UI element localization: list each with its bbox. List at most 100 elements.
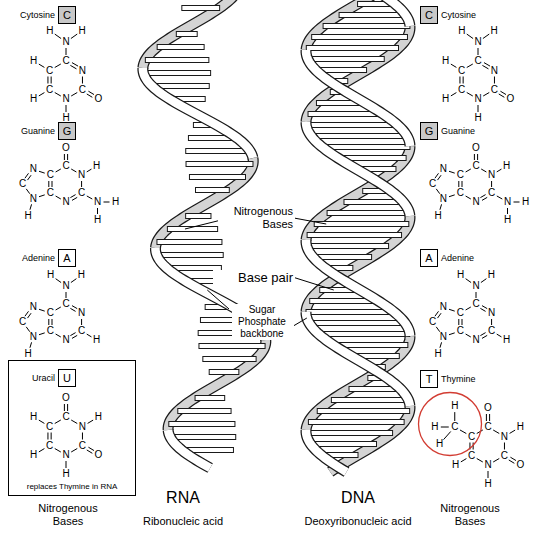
atom-symbol: N xyxy=(474,37,481,47)
atom-symbol: N xyxy=(472,197,479,207)
leader-line xyxy=(295,218,326,224)
chemical-bond xyxy=(52,319,53,325)
backbone-ribbon xyxy=(306,312,410,406)
atom-symbol: C xyxy=(468,432,475,442)
chemical-bond xyxy=(87,196,92,199)
chemical-bond xyxy=(476,292,477,298)
backbone-ribbon xyxy=(168,430,210,468)
chemical-bond xyxy=(26,327,30,332)
atom-symbol: C xyxy=(79,441,86,451)
chemical-bond xyxy=(435,311,439,316)
backbone-ribbon xyxy=(168,430,210,468)
chemical-bond xyxy=(440,204,442,209)
atom-symbol: N xyxy=(472,335,479,345)
chemical-bond xyxy=(480,333,485,336)
base-key-box: UracilU xyxy=(58,369,76,387)
atom-symbol: H xyxy=(522,197,529,207)
chemical-bond xyxy=(67,154,68,160)
atom-symbol: N xyxy=(30,164,37,174)
chemical-bond xyxy=(56,334,61,337)
base-rung xyxy=(307,244,389,249)
chemical-bond xyxy=(87,94,93,97)
atom-symbol: N xyxy=(501,432,508,442)
chemical-bond xyxy=(449,333,455,335)
chemical-bond xyxy=(66,105,67,112)
chemical-bond xyxy=(30,342,32,347)
chemical-bond xyxy=(67,404,68,411)
atom-symbol: H xyxy=(78,270,85,280)
atom-symbol: C xyxy=(484,422,491,432)
atom-symbol: O xyxy=(62,143,70,153)
chemical-bond xyxy=(451,93,457,96)
chemical-bond xyxy=(71,279,76,283)
atom-symbol: C xyxy=(19,179,26,189)
atom-symbol: H xyxy=(30,412,37,422)
chemical-bond xyxy=(47,433,48,440)
helix-front xyxy=(143,0,410,472)
chemical-bond xyxy=(491,181,492,187)
backbone-ribbon xyxy=(306,50,410,146)
base-rung xyxy=(306,123,398,128)
chemical-bond xyxy=(28,313,32,318)
chemical-bond xyxy=(55,93,61,97)
chemical-bond xyxy=(70,308,75,311)
base-rung xyxy=(309,321,405,326)
atom-symbol: N xyxy=(78,170,85,180)
chemical-bond xyxy=(494,77,495,84)
chemical-bond xyxy=(436,189,440,194)
chemical-bond xyxy=(39,309,45,311)
base-letter: U xyxy=(63,372,71,384)
atom-symbol: H xyxy=(112,197,119,207)
base-rung xyxy=(145,58,209,63)
base-rung xyxy=(306,310,394,315)
backbone-ribbon xyxy=(155,158,253,248)
chemical-bond xyxy=(436,327,440,332)
chemical-bond xyxy=(72,335,77,338)
chemical-bond xyxy=(474,154,475,160)
base-rung xyxy=(339,13,406,18)
chemical-bond xyxy=(504,443,505,450)
base-key-box: AAdenine xyxy=(420,249,438,267)
chemical-bond xyxy=(466,196,471,199)
atom-symbol: C xyxy=(47,170,54,180)
base-rung xyxy=(311,134,407,139)
base-rung xyxy=(182,6,220,11)
chemical-bond xyxy=(70,195,75,198)
atom-symbol: N xyxy=(488,308,495,318)
chemical-bond xyxy=(39,333,45,335)
backbone-ribbon xyxy=(155,158,253,248)
atom-symbol: H xyxy=(436,439,443,449)
atom-symbol: N xyxy=(79,66,86,76)
atom-symbol: H xyxy=(79,26,86,36)
chemical-bond xyxy=(462,181,463,187)
atom-symbol: C xyxy=(451,422,458,432)
atom-symbol: H xyxy=(457,270,464,280)
atom-symbol: C xyxy=(457,308,464,318)
atom-symbol: C xyxy=(78,326,85,336)
chemical-bond xyxy=(510,457,516,460)
base-rung xyxy=(176,32,197,37)
atom-symbol: N xyxy=(62,37,69,47)
base-rung xyxy=(331,398,408,403)
chemical-bond xyxy=(478,48,479,55)
leader-line xyxy=(294,318,307,326)
atom-symbol: N xyxy=(30,332,37,342)
chemical-bond xyxy=(66,461,67,468)
chemical-bond xyxy=(56,307,61,310)
atom-symbol: N xyxy=(62,335,69,345)
backbone-ribbon xyxy=(306,430,346,472)
atom-symbol: C xyxy=(19,317,26,327)
base-rung xyxy=(306,431,392,436)
base-rung xyxy=(169,422,235,427)
atom-symbol: C xyxy=(457,326,464,336)
base-rung xyxy=(195,396,225,401)
backbone-ribbon xyxy=(306,122,410,216)
atom-symbol: H xyxy=(435,211,442,221)
chemical-bond xyxy=(48,319,49,325)
atom-symbol: H xyxy=(442,94,449,104)
backbone-ribbon xyxy=(381,0,410,26)
atom-symbol: N xyxy=(440,194,447,204)
atom-symbol: H xyxy=(503,161,510,171)
base-rung xyxy=(157,240,222,245)
chemical-bond xyxy=(466,169,471,172)
